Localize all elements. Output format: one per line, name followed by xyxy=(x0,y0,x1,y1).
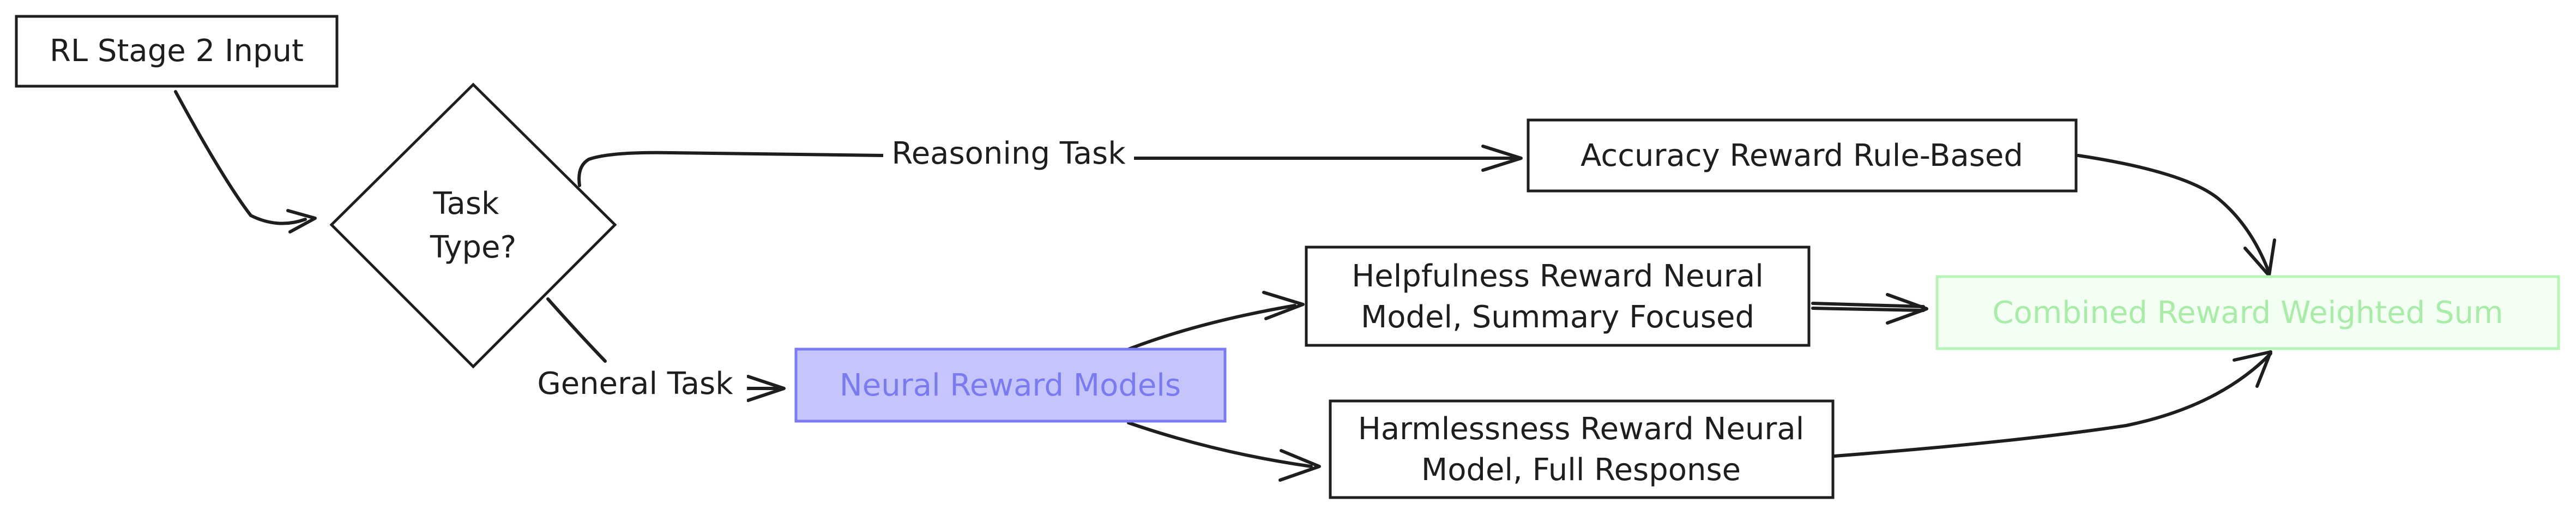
edge-labels: Reasoning Task General Task xyxy=(523,136,1134,404)
edge-reasoning xyxy=(577,151,885,187)
node-combined-label: Combined Reward Weighted Sum xyxy=(1992,295,2503,331)
node-input-label: RL Stage 2 Input xyxy=(50,33,304,69)
node-helpfulness: Helpfulness Reward Neural Model, Summary… xyxy=(1305,245,1811,347)
node-combined-box xyxy=(1935,275,2560,350)
node-accuracy-box xyxy=(1527,118,2078,193)
edges xyxy=(174,90,2276,482)
arrowhead-harmlessness-to-combined xyxy=(2233,350,2272,388)
arrowhead-input-to-decision xyxy=(286,209,317,233)
arrowhead-accuracy-to-combined xyxy=(2243,238,2276,277)
edge-helpfulness-to-combined xyxy=(1811,302,1925,308)
node-neural: Neural Reward Models xyxy=(794,348,1227,423)
edge-general xyxy=(546,297,607,363)
node-decision: Task Type? xyxy=(329,82,617,369)
edge-helpfulness-to-combined-2 xyxy=(1811,307,1925,312)
arrowhead-neural-to-harmlessness xyxy=(1278,449,1321,482)
arrowhead-neural-to-helpfulness xyxy=(1262,291,1305,320)
node-input: RL Stage 2 Input xyxy=(15,15,339,88)
edge-accuracy-to-combined xyxy=(2077,154,2271,274)
arrowhead-helpfulness-to-combined xyxy=(1886,293,1928,325)
node-decision-diamond xyxy=(329,82,617,369)
edge-neural-to-helpfulness xyxy=(1127,304,1296,351)
node-decision-line2: Type? xyxy=(430,230,516,265)
edge-neural-to-harmlessness xyxy=(1127,421,1313,468)
node-harmlessness: Harmlessness Reward Neural Model, Full R… xyxy=(1329,399,1835,499)
edge-label-reasoning: Reasoning Task xyxy=(891,136,1126,171)
node-decision-line1: Task xyxy=(433,186,499,221)
node-input-box xyxy=(15,15,339,88)
arrowhead-general xyxy=(746,375,786,402)
node-helpfulness-line2: Model, Summary Focused xyxy=(1361,300,1754,335)
node-harmlessness-line1: Harmlessness Reward Neural xyxy=(1358,411,1805,447)
node-harmlessness-box xyxy=(1329,399,1835,499)
edge-input-to-decision xyxy=(174,90,307,225)
node-harmlessness-line2: Model, Full Response xyxy=(1421,452,1741,488)
node-neural-box xyxy=(794,348,1227,423)
edge-harmlessness-to-combined xyxy=(1833,352,2272,458)
node-combined: Combined Reward Weighted Sum xyxy=(1935,275,2560,350)
arrowhead-reasoning xyxy=(1481,145,1523,172)
edge-label-general: General Task xyxy=(537,366,733,402)
node-accuracy: Accuracy Reward Rule-Based xyxy=(1527,118,2078,193)
node-neural-label: Neural Reward Models xyxy=(840,368,1181,403)
node-accuracy-label: Accuracy Reward Rule-Based xyxy=(1580,138,2023,173)
node-helpfulness-box xyxy=(1305,245,1811,347)
node-helpfulness-line1: Helpfulness Reward Neural xyxy=(1352,259,1764,294)
